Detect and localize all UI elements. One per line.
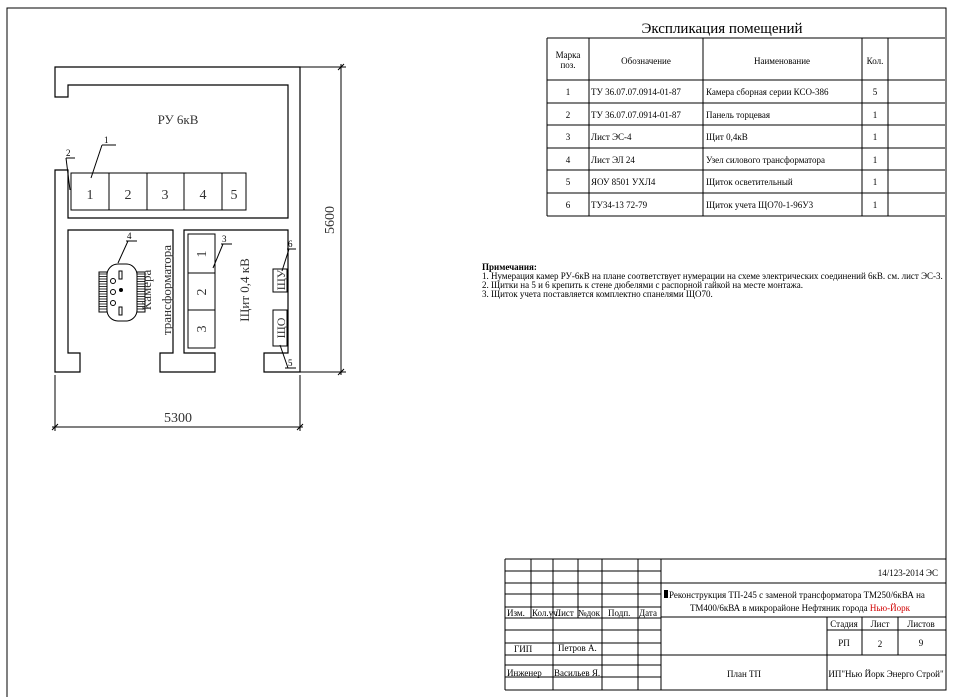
explication-cell-name: Камера сборная серии КСО-386 bbox=[706, 87, 829, 97]
document-code: 14/123-2014 ЭС bbox=[878, 568, 938, 578]
room-label-ru: РУ 6кВ bbox=[158, 112, 199, 127]
stage-label: Стадия bbox=[830, 619, 857, 629]
note-item: 1. Нумерация камер РУ-6кВ на плане соотв… bbox=[482, 271, 943, 281]
sheet-name: План ТП bbox=[727, 669, 762, 679]
project-title-line1: Реконструкция ТП-245 с заменой трансформ… bbox=[669, 590, 925, 600]
header-kol-uch: Кол.уч. bbox=[532, 608, 560, 618]
transformer-symbol bbox=[98, 263, 146, 322]
room-label-transformer-2: трансформатора bbox=[159, 245, 174, 335]
explication-cell-pos: 6 bbox=[566, 200, 571, 210]
explication-title: Экспликация помещений bbox=[641, 21, 802, 37]
panel-su-label: ЩУ bbox=[274, 269, 288, 290]
explication-cell-qty: 1 bbox=[873, 200, 878, 210]
sheet-value: 2 bbox=[878, 639, 883, 649]
explication-cell-name: Щит 0,4кВ bbox=[706, 132, 748, 142]
cell-5 bbox=[221, 172, 247, 211]
explication-cell-designation: ТУ 36.07.07.0914-01-87 bbox=[591, 87, 681, 97]
explication-cell-designation: Лист ЭС-4 bbox=[591, 132, 632, 142]
project-title-line2: ТМ400/6кВА в микрорайоне Нефтяник города… bbox=[690, 603, 911, 613]
stage-value: РП bbox=[838, 638, 850, 648]
project-title-text: ТМ400/6кВА в микрорайоне Нефтяник города bbox=[690, 603, 870, 613]
explication-cell-pos: 2 bbox=[566, 110, 571, 120]
sheets-value: 9 bbox=[919, 638, 924, 648]
dimension-width: 5300 bbox=[164, 411, 192, 426]
shield-section-label: 3 bbox=[195, 326, 210, 333]
name-gip: Петров А. bbox=[558, 643, 597, 653]
note-item: 3. Щиток учета поставляется комплектно с… bbox=[482, 289, 713, 299]
callout-1: 1 bbox=[104, 135, 109, 145]
cell-label: 4 bbox=[200, 188, 207, 203]
dimension-height: 5600 bbox=[323, 206, 338, 234]
header-designation: Обозначение bbox=[621, 56, 671, 66]
callout-5: 5 bbox=[288, 358, 293, 368]
callout-3: 3 bbox=[222, 234, 227, 244]
explication-cell-designation: Лист ЭЛ 24 bbox=[591, 155, 635, 165]
explication-table: Экспликация помещений Марка поз. Обознач… bbox=[546, 21, 945, 217]
callout-2: 2 bbox=[66, 148, 71, 158]
panel-so-label: ЩО bbox=[274, 317, 288, 338]
header-data: Дата bbox=[639, 608, 657, 618]
switchgear-cells: 1 2 3 4 5 bbox=[70, 172, 247, 211]
dimension-lines bbox=[51, 63, 346, 431]
note-item: 2. Щитки на 5 и 6 крепить к стене дюбеля… bbox=[482, 280, 803, 290]
header-ndoc: №док bbox=[578, 608, 601, 618]
callouts bbox=[65, 144, 296, 369]
explication-cell-name: Панель торцевая bbox=[706, 110, 770, 120]
marker-square bbox=[664, 590, 668, 598]
panel-su bbox=[272, 268, 288, 293]
explication-cell-name: Узел силового трансформатора bbox=[706, 155, 825, 165]
cell-label: 1 bbox=[87, 188, 94, 203]
header-izm: Изм. bbox=[507, 608, 525, 618]
header-podp: Подп. bbox=[608, 608, 630, 618]
shield-section-label: 2 bbox=[195, 289, 210, 296]
explication-cell-pos: 3 bbox=[566, 132, 571, 142]
title-block: Изм. Кол.уч. Лист №док Подп. Дата ГИП Пе… bbox=[504, 558, 946, 690]
room-label-transformer-1: Камера bbox=[139, 270, 154, 311]
explication-cell-designation: ЯОУ 8501 УХЛ4 bbox=[591, 177, 656, 187]
cell-label: 2 bbox=[125, 188, 132, 203]
header-mark-pos: поз. bbox=[560, 60, 575, 70]
explication-cell-pos: 4 bbox=[566, 155, 571, 165]
explication-cell-qty: 1 bbox=[873, 177, 878, 187]
explication-cell-qty: 1 bbox=[873, 132, 878, 142]
explication-cell-pos: 5 bbox=[566, 177, 571, 187]
building-walls bbox=[54, 66, 301, 373]
explication-cell-designation: ТУ34-13 72-79 bbox=[591, 200, 648, 210]
notes: Примечания: 1. Нумерация камер РУ-6кВ на… bbox=[482, 262, 943, 299]
explication-cell-designation: ТУ 36.07.07.0914-01-87 bbox=[591, 110, 681, 120]
role-engineer: Инженер bbox=[507, 668, 542, 678]
explication-cell-name: Щиток учета ЩО70-1-96У3 bbox=[706, 200, 814, 210]
cell-label: 3 bbox=[162, 188, 169, 203]
shield-0-4kv: 1 2 3 bbox=[187, 233, 216, 349]
header-list: Лист bbox=[555, 608, 574, 618]
header-name: Наименование bbox=[754, 56, 810, 66]
callout-4: 4 bbox=[127, 231, 132, 241]
explication-cell-qty: 1 bbox=[873, 110, 878, 120]
explication-cell-qty: 1 bbox=[873, 155, 878, 165]
explication-cell-qty: 5 bbox=[873, 87, 878, 97]
callout-6: 6 bbox=[288, 239, 293, 249]
header-mark: Марка bbox=[556, 50, 581, 60]
company-name: ИП"Нью Йорк Энерго Строй" bbox=[828, 669, 944, 679]
drawing-frame bbox=[6, 7, 947, 697]
sheets-label: Листов bbox=[907, 619, 934, 629]
role-gip: ГИП bbox=[514, 644, 533, 654]
project-city: Нью-Йорк bbox=[870, 603, 911, 613]
notes-title: Примечания: bbox=[482, 262, 537, 272]
explication-cell-name: Щиток осветительный bbox=[706, 177, 793, 187]
header-qty: Кол. bbox=[867, 56, 884, 66]
shield-section-label: 1 bbox=[195, 251, 210, 258]
explication-cell-pos: 1 bbox=[566, 87, 571, 97]
cell-label: 5 bbox=[231, 188, 238, 203]
name-engineer: Васильев Я. bbox=[554, 668, 600, 678]
room-label-shield: Щит 0,4 кВ bbox=[237, 258, 252, 322]
floor-plan: РУ 6кВ 1 2 3 4 5 Камера трансфор bbox=[51, 63, 346, 431]
sheet-label: Лист bbox=[871, 619, 890, 629]
